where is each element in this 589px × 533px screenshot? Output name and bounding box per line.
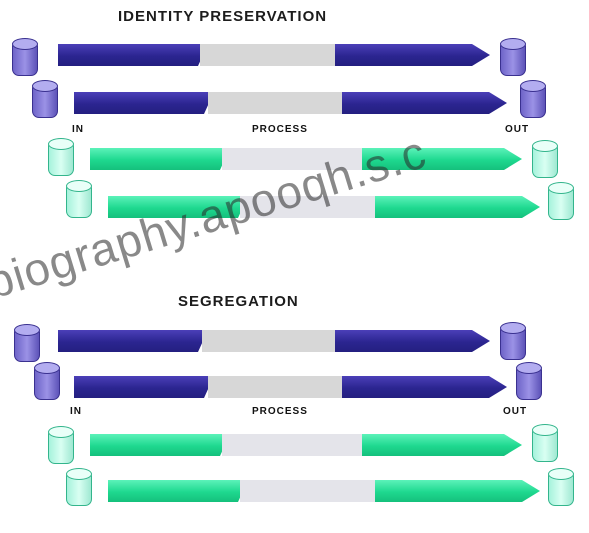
flow-bar-in <box>90 148 230 170</box>
flow-arrow-out <box>335 44 490 66</box>
flow-arrow-out <box>375 480 540 502</box>
flow-bar-process <box>222 148 372 170</box>
panel-title: SEGREGATION <box>178 293 299 310</box>
flow-bar-in <box>108 196 248 218</box>
identity-preservation-panel: IDENTITY PRESERVATION IN PROCESS OUT <box>0 0 589 250</box>
flow-bar-in <box>108 480 248 502</box>
purple-container-icon <box>34 362 60 400</box>
green-container-icon <box>548 468 574 506</box>
flow-arrow-out <box>362 148 522 170</box>
green-container-icon <box>66 180 92 218</box>
purple-container-icon <box>520 80 546 118</box>
process-label: PROCESS <box>252 124 308 135</box>
flow-bar-process <box>208 376 348 398</box>
out-label: OUT <box>503 406 528 417</box>
flow-bar-process <box>240 480 380 502</box>
flow-arrow-out <box>342 92 507 114</box>
flow-bar-in <box>58 44 208 66</box>
purple-container-icon <box>500 38 526 76</box>
green-container-icon <box>48 426 74 464</box>
green-container-icon <box>48 138 74 176</box>
process-label: PROCESS <box>252 406 308 417</box>
purple-container-icon <box>12 38 38 76</box>
flow-bar-process <box>202 330 342 352</box>
green-container-icon <box>532 140 558 178</box>
purple-container-icon <box>14 324 40 362</box>
green-container-icon <box>532 424 558 462</box>
purple-container-icon <box>516 362 542 400</box>
out-label: OUT <box>505 124 530 135</box>
panel-title: IDENTITY PRESERVATION <box>118 8 328 25</box>
flow-arrow-out <box>362 434 522 456</box>
purple-container-icon <box>500 322 526 360</box>
flow-bar-process <box>222 434 372 456</box>
flow-bar-in <box>74 376 214 398</box>
flow-arrow-out <box>375 196 540 218</box>
flow-arrow-out <box>335 330 490 352</box>
in-label: IN <box>70 406 82 417</box>
flow-bar-process <box>240 196 380 218</box>
flow-bar-process <box>200 44 340 66</box>
flow-bar-process <box>208 92 348 114</box>
flow-bar-in <box>90 434 230 456</box>
in-label: IN <box>72 124 84 135</box>
flow-arrow-out <box>342 376 507 398</box>
green-container-icon <box>66 468 92 506</box>
flow-bar-in <box>58 330 208 352</box>
purple-container-icon <box>32 80 58 118</box>
flow-bar-in <box>74 92 214 114</box>
green-container-icon <box>548 182 574 220</box>
